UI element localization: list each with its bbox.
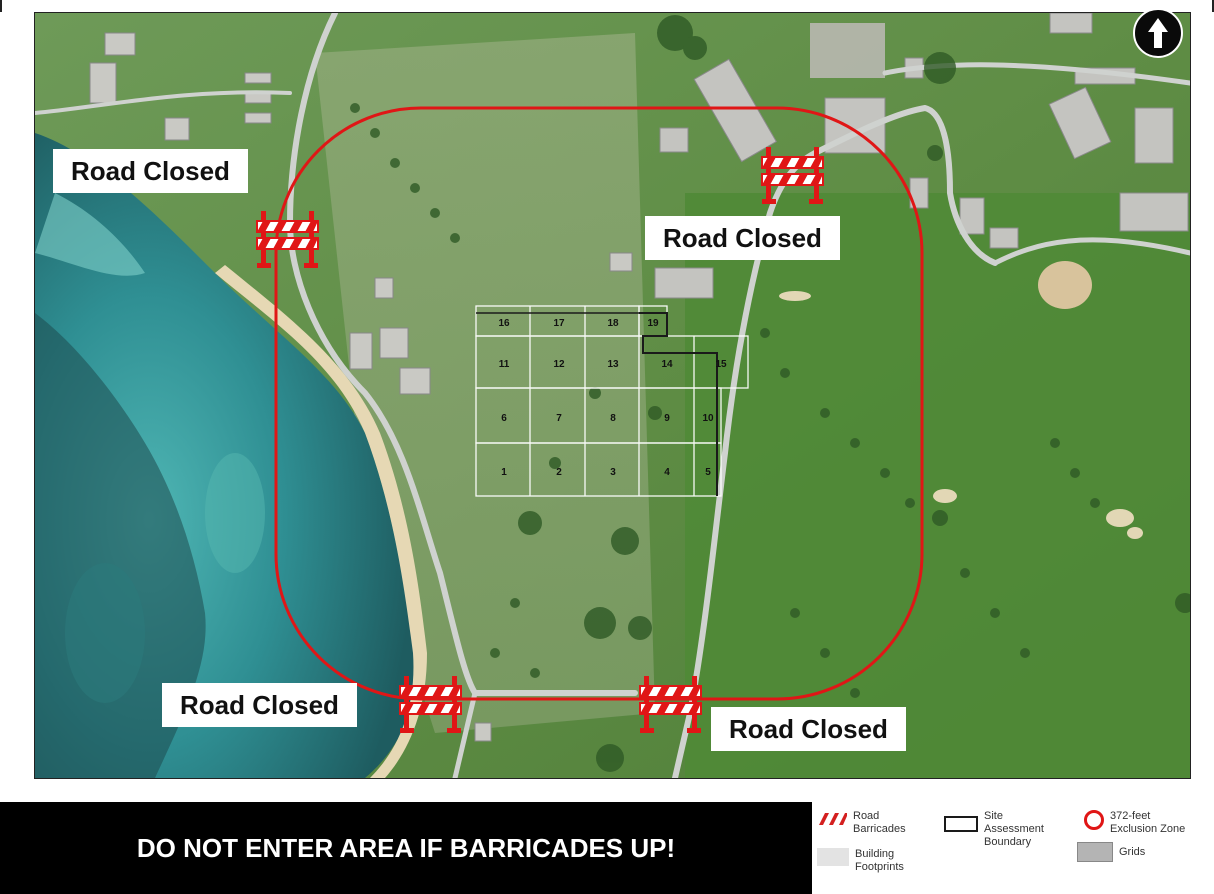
reef-spot [65,563,145,703]
grid-number: 12 [553,359,565,370]
road-closed-label-se: Road Closed [711,707,906,751]
grid-number: 3 [610,467,616,478]
grid-number: 4 [664,467,670,478]
grid-legend-icon [1077,842,1113,862]
map-frame-top [0,0,1214,12]
warning-banner: DO NOT ENTER AREA IF BARRICADES UP! [0,802,812,894]
reef-spot [205,453,265,573]
map-legend: Road Barricades Building Footprints Site… [812,802,1214,894]
sand-traps [779,291,1143,539]
golf-course-area [685,193,1190,778]
map-canvas: 1 2 3 4 5 6 7 8 9 10 11 12 13 14 15 16 1… [35,13,1190,778]
roads [35,13,1190,778]
grid-number: 16 [498,318,510,329]
boundary-legend-icon [944,816,978,832]
grid-number: 5 [705,467,711,478]
legend-road-barricades: Road Barricades [817,810,906,836]
warning-text: DO NOT ENTER AREA IF BARRICADES UP! [136,832,676,863]
grid-number: 11 [499,359,510,370]
grid-number: 13 [607,359,619,370]
reef-shallow [35,193,145,276]
parking-lot [810,23,885,78]
barricade-legend-icon [817,813,847,825]
building-footprints-nw [89,32,633,742]
grid-number: 8 [610,413,616,424]
grid-number: 7 [556,413,562,424]
legend-site-assessment-boundary: Site Assessment Boundary [944,810,1044,849]
grid-number: 6 [501,413,507,424]
grid-number: 9 [664,413,670,424]
grid-number-labels: 1 2 3 4 5 6 7 8 9 10 11 12 13 14 15 16 1… [498,318,727,478]
building-footprints-ne [654,13,1189,299]
road-closed-label-ne: Road Closed [645,216,840,260]
grid-number: 18 [607,318,619,329]
assessment-grids [475,305,749,497]
legend-grids: Grids [1077,842,1145,862]
aerial-map[interactable]: 1 2 3 4 5 6 7 8 9 10 11 12 13 14 15 16 1… [34,12,1191,779]
legend-building-footprints: Building Footprints [817,848,904,874]
trees [350,15,1190,772]
building-footprint-legend-icon [817,848,849,866]
road-closed-label-nw: Road Closed [53,149,248,193]
exclusion-zone-circle [274,106,924,701]
exclusion-zone-legend-icon [1084,810,1104,830]
grid-number: 14 [661,359,673,370]
grid-number: 17 [553,318,565,329]
grid-number: 10 [702,413,714,424]
grid-number: 15 [715,359,727,370]
grid-number: 2 [556,467,562,478]
baseball-field [1038,261,1092,309]
north-arrow-icon [1133,8,1183,58]
site-assessment-boundary [639,312,718,496]
legend-exclusion-zone: 372-feet Exclusion Zone [1084,810,1185,836]
road-closed-label-sw: Road Closed [162,683,357,727]
grid-number: 19 [647,318,659,329]
grid-number: 1 [501,467,507,478]
